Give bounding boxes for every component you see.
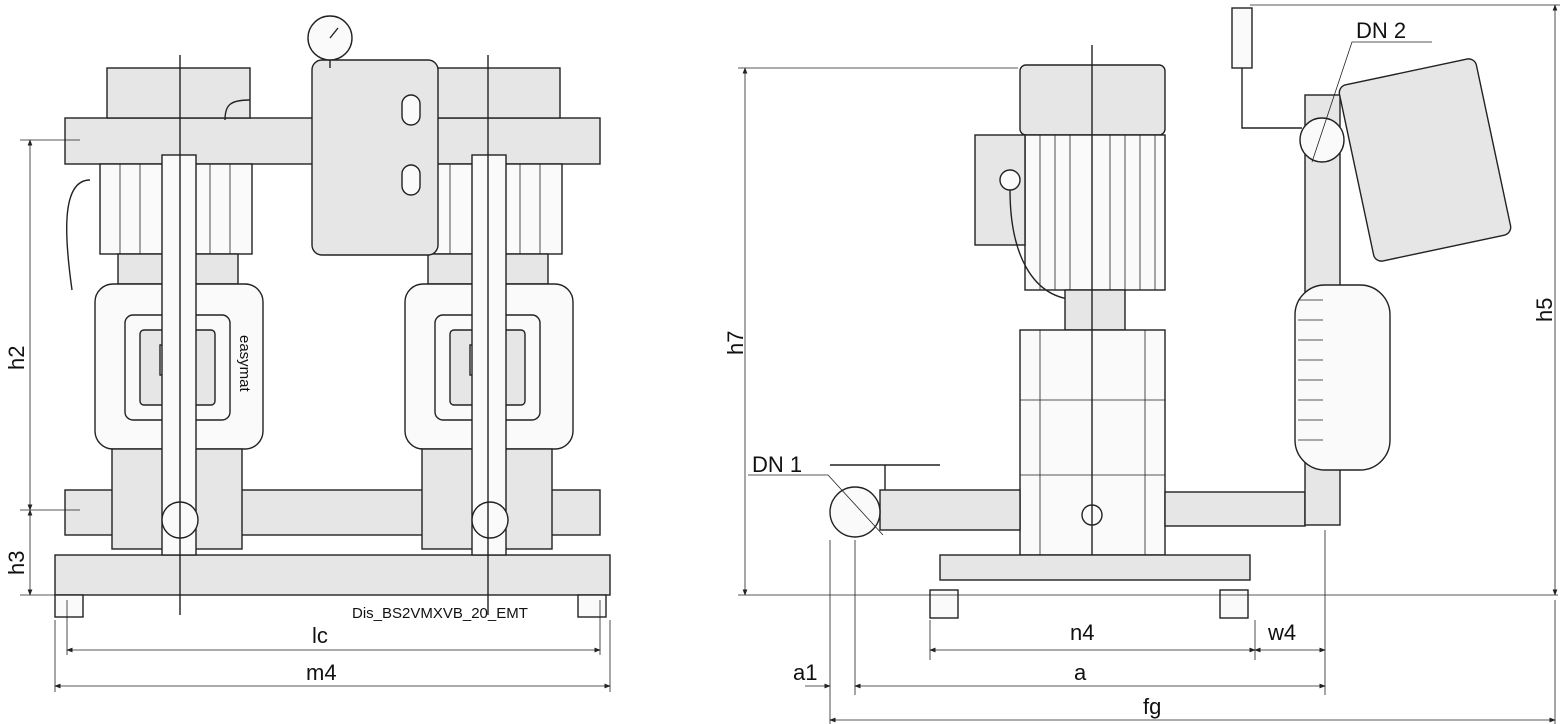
base-frame: [54, 554, 611, 596]
control-panel: [1338, 58, 1512, 262]
pressure-gauge: [1231, 7, 1253, 69]
foot: [929, 589, 959, 619]
drive-unit: [1294, 284, 1391, 471]
pump-unit-1: easymat: [94, 55, 264, 615]
discharge-pipe: [1164, 491, 1306, 527]
dimension-n4: n4: [1070, 620, 1094, 645]
dimension-h5: h5: [1532, 298, 1557, 322]
side-view: [829, 7, 1512, 619]
front-view: easymat Dis_BS2VMXVB_20_EMT: [54, 15, 611, 622]
side-dimensions: h7 h5 n4 w4 a1 a fg DN 1 DN 2: [723, 4, 1560, 724]
front-dimensions: h2 h3 lc m4: [4, 139, 611, 692]
suction-pipe: [879, 489, 1021, 531]
control-panel: [311, 59, 439, 256]
dimension-a: a: [1074, 660, 1087, 685]
foot: [54, 594, 84, 618]
dimension-a1: a1: [793, 660, 817, 685]
dimension-h2: h2: [4, 346, 29, 370]
terminal-box: [974, 134, 1026, 246]
outlet-dn2-label: DN 2: [1356, 18, 1406, 43]
dimension-h3: h3: [4, 551, 29, 575]
inlet-dn1-label: DN 1: [752, 452, 802, 477]
base-frame: [939, 554, 1251, 581]
drawing-id-label: Dis_BS2VMXVB_20_EMT: [352, 605, 528, 622]
dimension-w4: w4: [1267, 620, 1296, 645]
device-logo: easymat: [236, 335, 253, 393]
foot: [1219, 589, 1249, 619]
pump-unit-2: [404, 55, 574, 615]
dimension-h7: h7: [723, 331, 748, 355]
dimension-fg: fg: [1143, 694, 1161, 719]
dimension-m4: m4: [306, 660, 337, 685]
inlet-valve: [829, 486, 881, 538]
dimension-lc: lc: [312, 623, 328, 648]
motor-body: [1024, 134, 1166, 291]
foot: [577, 594, 607, 618]
